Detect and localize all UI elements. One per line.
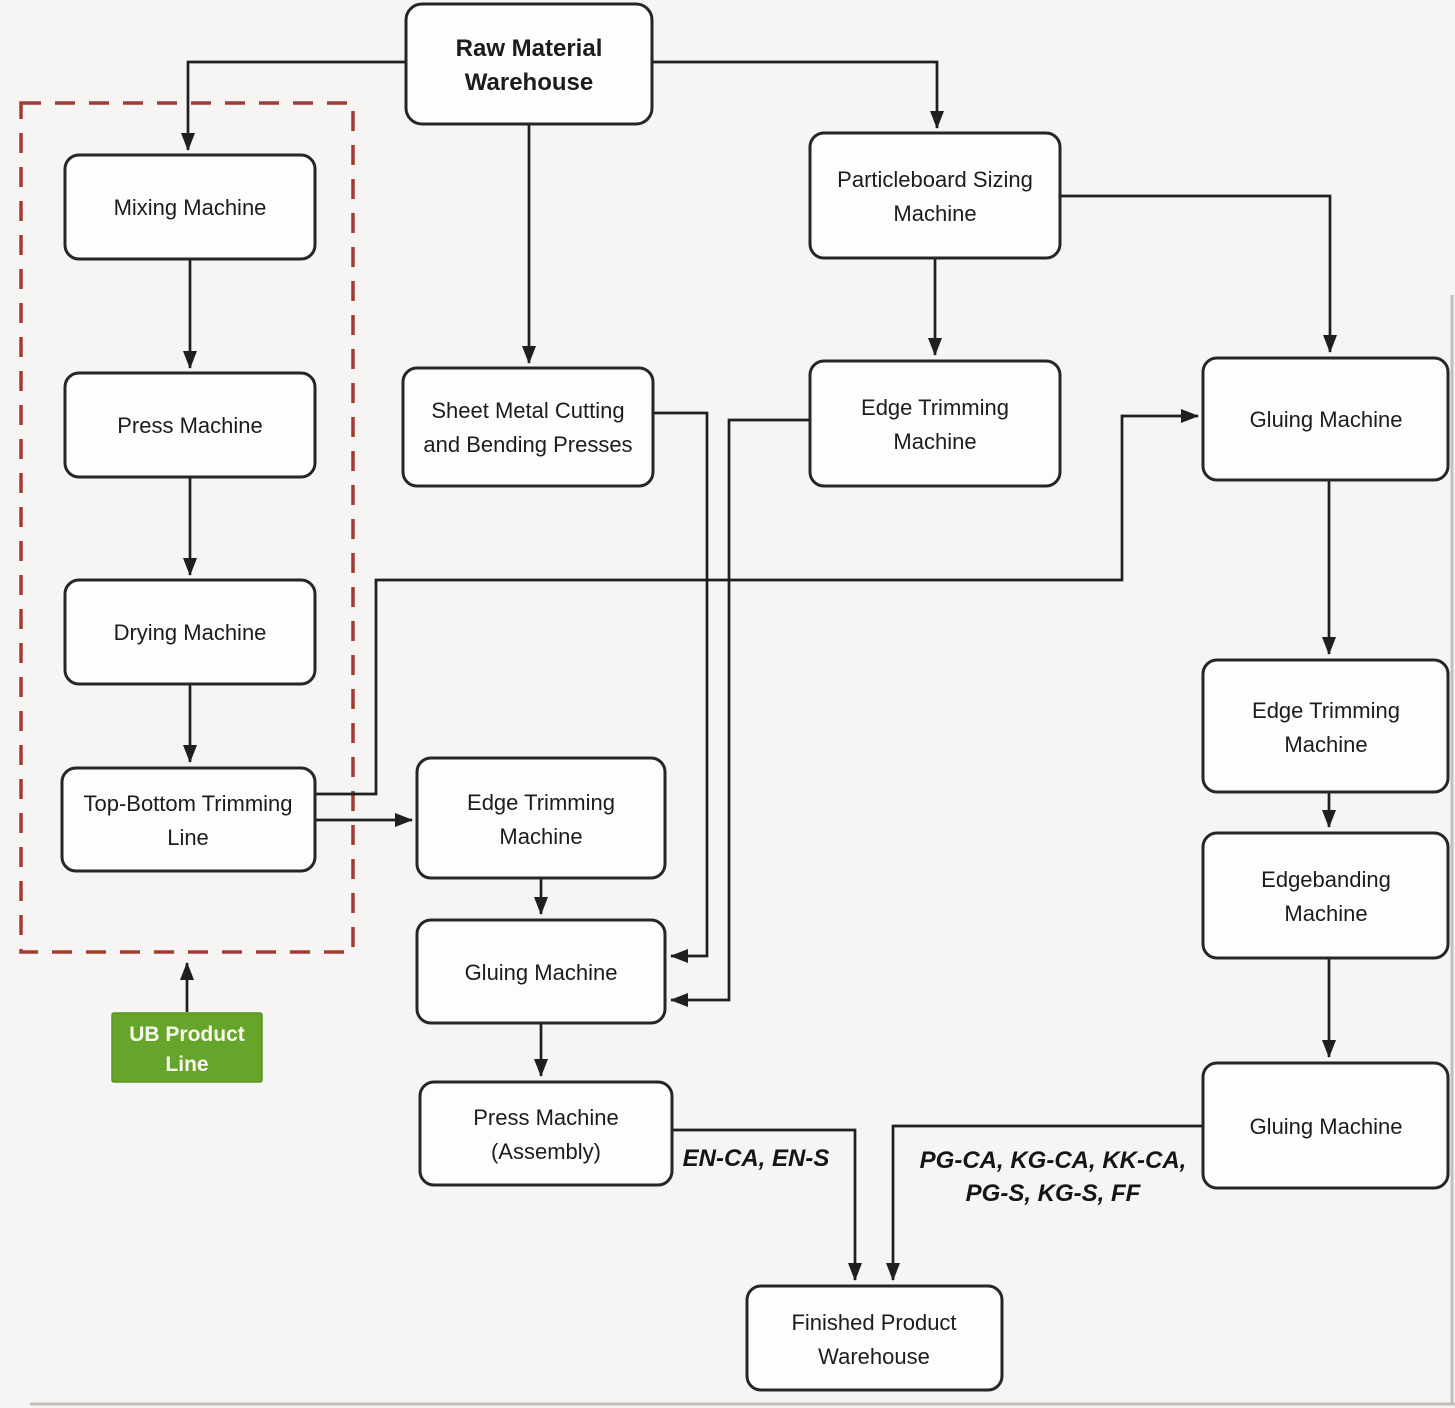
node-label: Edge Trimming xyxy=(1252,698,1400,723)
node-raw-material-warehouse: Raw Material Warehouse xyxy=(404,2,654,126)
node-gluing-machine-mid: Gluing Machine xyxy=(415,918,667,1025)
node-label: Line xyxy=(167,825,209,850)
node-mixing-machine: Mixing Machine xyxy=(63,153,317,261)
en-product-codes-label: EN-CA, EN-S xyxy=(683,1145,830,1172)
node-finished-product-warehouse: Finished Product Warehouse xyxy=(745,1284,1004,1392)
node-label: Gluing Machine xyxy=(1250,1114,1403,1139)
node-edge-trimming-machine-top: Edge Trimming Machine xyxy=(808,359,1062,488)
node-box xyxy=(418,1080,674,1187)
edge-sheet-metal-to-gluing-mid xyxy=(652,411,709,963)
node-press-machine-assembly: Press Machine (Assembly) xyxy=(418,1080,674,1187)
edge-edge-trim-top-to-gluing-mid xyxy=(670,418,810,1007)
node-label: Warehouse xyxy=(465,69,593,96)
node-label: Drying Machine xyxy=(114,620,267,645)
node-sheet-metal-presses: Sheet Metal Cutting and Bending Presses xyxy=(401,366,655,488)
node-label: Edge Trimming xyxy=(861,395,1009,420)
node-label: Machine xyxy=(1284,901,1367,926)
node-box xyxy=(1201,658,1450,794)
node-label: Gluing Machine xyxy=(1250,407,1403,432)
node-top-bottom-trimming-line: Top-Bottom Trimming Line xyxy=(60,766,317,873)
ub-product-line-dashed-zone xyxy=(19,101,355,954)
node-label: Top-Bottom Trimming xyxy=(83,791,292,816)
node-label: Particleboard Sizing xyxy=(837,167,1033,192)
node-box xyxy=(415,756,667,880)
node-label: Edgebanding xyxy=(1261,867,1391,892)
node-box xyxy=(63,153,317,261)
node-box xyxy=(1201,831,1450,960)
node-label: Machine xyxy=(499,824,582,849)
node-box xyxy=(1201,356,1450,482)
node-press-machine: Press Machine xyxy=(63,371,317,479)
node-particleboard-sizing-machine: Particleboard Sizing Machine xyxy=(808,131,1062,260)
node-drying-machine: Drying Machine xyxy=(63,578,317,686)
node-label: Sheet Metal Cutting xyxy=(431,398,624,423)
edge-gluing-bottom-to-finished xyxy=(886,1124,1203,1281)
pg-product-codes-label-line1: PG-CA, KG-CA, KK-CA, xyxy=(920,1147,1187,1174)
node-box xyxy=(808,131,1062,260)
node-edge-trimming-machine-right: Edge Trimming Machine xyxy=(1201,658,1450,794)
node-label: Raw Material xyxy=(456,35,603,62)
edge-topbottom-to-gluing-right xyxy=(315,409,1199,796)
node-box xyxy=(1201,1061,1450,1190)
node-label: Finished Product xyxy=(791,1310,956,1335)
node-box xyxy=(745,1284,1004,1392)
node-box xyxy=(808,359,1062,488)
node-label: Press Machine xyxy=(473,1105,619,1130)
node-label: (Assembly) xyxy=(491,1139,601,1164)
ub-product-line-label: Line xyxy=(165,1053,208,1076)
node-label: Mixing Machine xyxy=(114,195,267,220)
node-gluing-machine-top-right: Gluing Machine xyxy=(1201,356,1450,482)
connectors xyxy=(180,60,1337,1281)
node-label: Machine xyxy=(1284,732,1367,757)
node-label: Machine xyxy=(893,201,976,226)
node-box xyxy=(404,2,654,126)
ub-product-line-label: UB Product xyxy=(129,1023,245,1046)
node-edgebanding-machine: Edgebanding Machine xyxy=(1201,831,1450,960)
node-label: and Bending Presses xyxy=(423,432,632,457)
pg-product-codes-label-line2: PG-S, KG-S, FF xyxy=(966,1180,1142,1207)
edge-raw-to-particleboard xyxy=(652,60,944,129)
edge-press-assembly-to-finished xyxy=(672,1128,862,1281)
node-box xyxy=(63,578,317,686)
node-box xyxy=(415,918,667,1025)
node-box xyxy=(60,766,317,873)
node-label: Press Machine xyxy=(117,413,263,438)
node-label: Edge Trimming xyxy=(467,790,615,815)
ub-product-line-tag: UB Product Line xyxy=(111,1012,263,1083)
node-label: Gluing Machine xyxy=(465,960,618,985)
edge-raw-to-mixing xyxy=(181,60,406,151)
node-label: Machine xyxy=(893,429,976,454)
node-box xyxy=(63,371,317,479)
node-edge-trimming-machine-mid: Edge Trimming Machine xyxy=(415,756,667,880)
ub-product-line-box xyxy=(111,1012,263,1083)
node-box xyxy=(401,366,655,488)
edge-particleboard-to-gluing-right xyxy=(1060,194,1337,353)
node-gluing-machine-bottom-right: Gluing Machine xyxy=(1201,1061,1450,1190)
node-label: Warehouse xyxy=(818,1344,930,1369)
